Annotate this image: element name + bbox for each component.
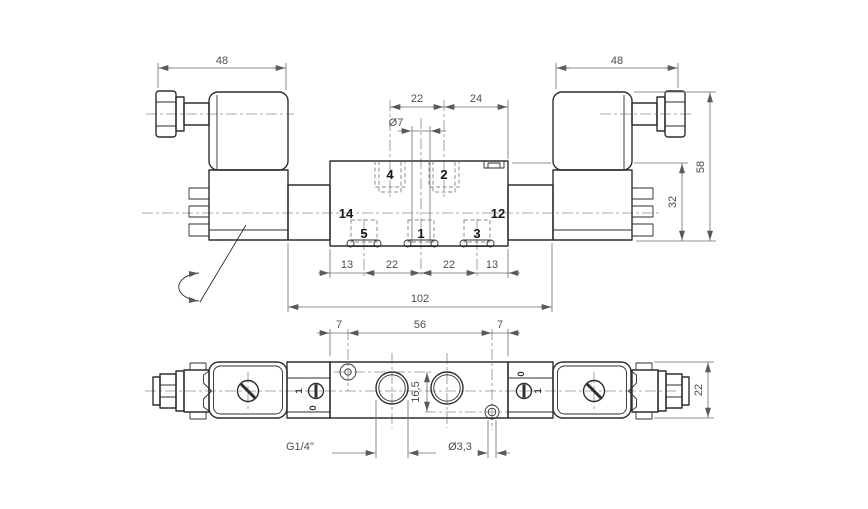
svg-text:22: 22 [386, 259, 398, 271]
dim-top-port-to-edge: 24 [444, 93, 509, 159]
adapter-left-plan: 1 0 [286, 361, 331, 419]
dim-row-offset: 16,5 [410, 372, 430, 412]
connector-housing-left [208, 91, 289, 171]
bottom-slots [346, 239, 495, 248]
valve-body-front: 4 2 14 12 5 1 3 [329, 126, 509, 248]
armature-ribs-right [631, 187, 654, 237]
manual-override-right [515, 382, 533, 400]
dim-body-depth: 22 [654, 361, 714, 419]
pilot-bore-lines [411, 126, 431, 243]
svg-text:22: 22 [411, 93, 423, 105]
dim-overall-length: 102 [287, 243, 553, 312]
svg-text:13: 13 [486, 259, 498, 271]
dim-overall-height: 58 [634, 91, 716, 242]
port-label-3: 3 [473, 226, 480, 241]
coil-right-plan [552, 361, 632, 419]
port-label-5: 5 [360, 226, 367, 241]
centerlines-front [142, 100, 692, 278]
port-1-bore [407, 219, 435, 243]
svg-text:7: 7 [336, 319, 342, 331]
svg-text:24: 24 [470, 93, 482, 105]
plan-view: 1 0 0 1 [145, 319, 714, 458]
svg-text:56: 56 [414, 319, 426, 331]
adapter-plate-left [287, 184, 331, 241]
port-label-1: 1 [417, 226, 424, 241]
port-label-2: 2 [440, 167, 447, 182]
svg-text:48: 48 [216, 55, 228, 67]
dim-right-solenoid-width: 48 [555, 55, 679, 89]
override-right-pos1: 1 [533, 388, 544, 394]
retaining-clip-right [628, 370, 637, 412]
svg-text:58: 58 [695, 161, 707, 173]
coil-left [208, 169, 289, 241]
svg-text:16,5: 16,5 [410, 381, 422, 402]
adapter-plate-right [507, 184, 554, 241]
svg-text:G1/4'': G1/4'' [286, 441, 314, 453]
override-left-pos0: 0 [308, 405, 319, 410]
svg-text:32: 32 [667, 196, 679, 208]
dimensions-plan: 7 56 7 16,5 22 G1/4'' [286, 319, 714, 458]
retaining-clip-left [203, 370, 212, 412]
port-label-12: 12 [491, 206, 505, 221]
connector-housing-right [552, 91, 633, 171]
dim-port-thread: G1/4'' [286, 400, 436, 458]
svg-text:48: 48 [611, 55, 623, 67]
nameplate-notch [483, 160, 505, 169]
din-connector-right [631, 90, 686, 138]
manual-override-left [307, 382, 325, 400]
pilot-hole-right [484, 404, 500, 420]
solenoid-left-plan [152, 361, 288, 420]
dim-bottom-port-chain: 13 22 22 13 [318, 249, 520, 278]
pilot-exhaust-hole-left [339, 363, 357, 381]
dim-pilot-chain: 7 56 7 [317, 319, 520, 356]
override-right-pos0: 0 [516, 371, 527, 376]
dim-pilot-hole-dia: Ø3,3 [448, 420, 510, 458]
gland-end-right [681, 376, 690, 406]
svg-text:22: 22 [693, 384, 705, 396]
mounting-screw-left [236, 379, 260, 403]
front-view: 4 2 14 12 5 1 3 48 [142, 55, 716, 312]
port-2-bore [428, 161, 460, 188]
rotation-arrow-icon [178, 224, 247, 304]
svg-text:Ø7: Ø7 [389, 117, 404, 129]
port-label-4: 4 [386, 167, 394, 182]
armature-ribs-left [188, 187, 210, 237]
solenoid-left [155, 90, 331, 241]
port-3-bore [463, 219, 491, 243]
port-4-bore [374, 161, 406, 188]
dimensions-front: 48 48 22 24 [157, 55, 716, 312]
mounting-screw-right [582, 379, 606, 403]
svg-text:Ø3,3: Ø3,3 [448, 441, 472, 453]
port-5-bore [350, 219, 378, 243]
port-label-14: 14 [339, 206, 354, 221]
svg-text:7: 7 [497, 319, 503, 331]
dim-body-height: 32 [512, 162, 688, 241]
dim-top-port-spacing: 22 [390, 93, 444, 110]
port-4-thread [375, 371, 409, 405]
cable-gland-nut-right [664, 90, 686, 138]
adapter-right-plan: 0 1 [507, 361, 554, 419]
din-connector-left [155, 90, 289, 171]
override-left-pos1: 1 [294, 388, 305, 394]
svg-text:13: 13 [341, 259, 353, 271]
solenoid-right-plan [552, 361, 690, 420]
centerlines-plan [145, 329, 676, 430]
dim-pilot-bore: Ø7 [389, 117, 446, 134]
coil-right [552, 169, 633, 241]
solenoid-right [507, 90, 686, 241]
svg-text:102: 102 [411, 293, 429, 305]
dim-left-solenoid-width: 48 [157, 55, 287, 90]
svg-text:22: 22 [443, 259, 455, 271]
port-2-thread [430, 371, 464, 405]
